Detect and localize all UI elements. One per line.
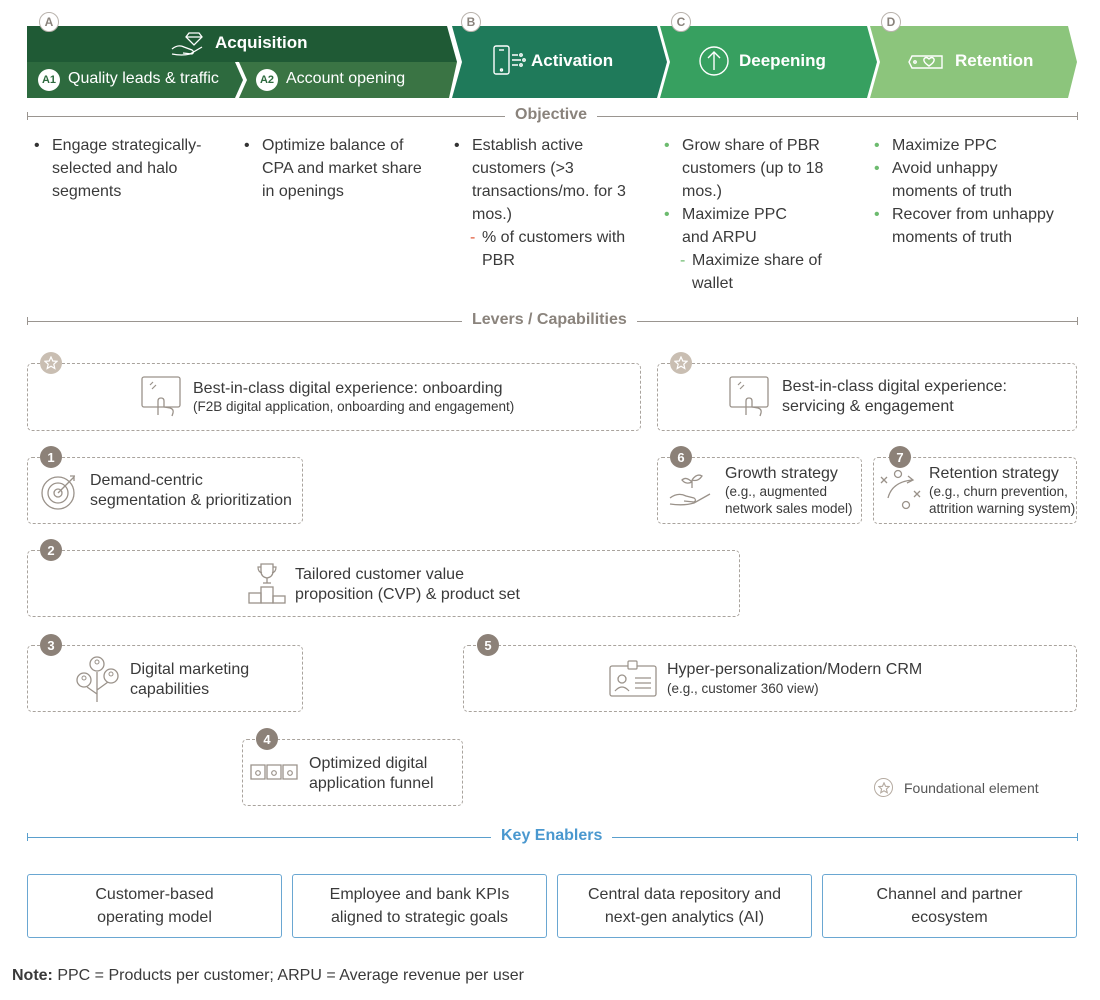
- enabler-channel-ecosystem: Channel and partner ecosystem: [822, 874, 1077, 938]
- lever-5: [463, 645, 1077, 712]
- stage-c-title: Deepening: [739, 51, 826, 70]
- lever-5-title: Hyper-personalization/Modern CRM: [667, 661, 923, 678]
- objective-col-4: Grow share of PBR customers (up to 18 mo…: [658, 134, 858, 295]
- lever-onboarding: [27, 363, 641, 431]
- enabler-kpis: Employee and bank KPIs aligned to strate…: [292, 874, 547, 938]
- stage-b-title: Activation: [531, 51, 614, 70]
- stage-a2-badge: A2: [256, 69, 278, 91]
- stage-a1-shape: [27, 62, 243, 98]
- legend-foundational: Foundational element: [904, 780, 1039, 796]
- objective-dash: % of customers with PBR: [448, 226, 632, 272]
- lever-4-number: 4: [256, 728, 278, 750]
- footnote-text: PPC = Products per customer; ARPU = Aver…: [52, 967, 524, 984]
- lever-2-number: 2: [40, 539, 62, 561]
- stage-c-badge: C: [671, 12, 691, 32]
- objective-bullet: Engage strategically-selected and halo s…: [28, 134, 223, 203]
- target-icon: [41, 475, 75, 510]
- funnel-steps-icon: [250, 764, 298, 780]
- up-arrow-circle-icon: [699, 46, 729, 76]
- stage-d-title: Retention: [955, 51, 1034, 70]
- lever-servicing: [657, 363, 1077, 431]
- objective-title: Objective: [505, 106, 598, 124]
- lever-4-line1: Optimized digital: [309, 755, 428, 772]
- hand-sprout-icon: [669, 474, 711, 506]
- star-icon: [670, 352, 692, 374]
- lever-6-sub2: network sales model): [725, 501, 853, 516]
- phone-signal-icon: [493, 45, 526, 75]
- levers-title: Levers / Capabilities: [462, 311, 637, 329]
- star-icon: [874, 778, 893, 797]
- stage-a-title: Acquisition: [215, 33, 308, 52]
- stage-a2-shape: [239, 62, 457, 98]
- id-card-icon: [609, 660, 657, 697]
- objective-bullet: Grow share of PBR customers (up to 18 mo…: [658, 134, 847, 203]
- lever-6: [657, 457, 862, 524]
- stage-a1-badge: A1: [38, 69, 60, 91]
- stage-a1-title: Quality leads & traffic: [68, 70, 219, 87]
- stage-a2-title: Account opening: [286, 70, 406, 87]
- lever-1-line2: segmentation & prioritization: [90, 492, 292, 509]
- footnote: Note: PPC = Products per customer; ARPU …: [12, 967, 524, 985]
- stage-a-top-shape: [27, 26, 457, 62]
- lever-1: [27, 457, 303, 524]
- objective-col-2: Optimize balance of CPA and market share…: [238, 134, 433, 203]
- stage-a-badge: A: [39, 12, 59, 32]
- lever-2-line1: Tailored customer value: [295, 566, 464, 583]
- lever-5-number: 5: [477, 634, 499, 656]
- objective-bullet: Recover from unhappy moments of truth: [868, 203, 1078, 249]
- hand-diamond-icon: [171, 32, 203, 56]
- enabler-data-repository: Central data repository and next-gen ana…: [557, 874, 812, 938]
- servicing-title-1: Best-in-class digital experience:: [782, 378, 1007, 395]
- stage-banner: [27, 26, 1077, 99]
- touchscreen-icon: [729, 376, 769, 417]
- lever-6-sub1: (e.g., augmented: [725, 484, 828, 499]
- objective-bullet: Maximize PPC: [868, 134, 1078, 157]
- lever-7-sub1: (e.g., churn prevention,: [929, 484, 1068, 499]
- lever-3-line1: Digital marketing: [130, 661, 250, 678]
- lever-6-number: 6: [670, 446, 692, 468]
- lever-4: [242, 739, 463, 806]
- footnote-label: Note:: [12, 967, 53, 984]
- stage-b-badge: B: [461, 12, 481, 32]
- onboarding-title: Best-in-class digital experience: onboar…: [193, 380, 503, 397]
- lever-7-title: Retention strategy: [929, 465, 1059, 482]
- enabler-operating-model: Customer-based operating model: [27, 874, 282, 938]
- stage-b-shape: [452, 26, 667, 98]
- lever-6-title: Growth strategy: [725, 465, 838, 482]
- onboarding-sub: (F2B digital application, onboarding and…: [193, 399, 515, 414]
- star-icon: [40, 352, 62, 374]
- objective-col-5: Maximize PPC Avoid unhappy moments of tr…: [868, 134, 1078, 249]
- objective-bullet: Avoid unhappy moments of truth: [868, 157, 1057, 203]
- lever-1-line1: Demand-centric: [90, 472, 203, 489]
- servicing-title-2: servicing & engagement: [782, 398, 954, 415]
- lever-3-line2: capabilities: [130, 681, 210, 698]
- enablers-title: Key Enablers: [491, 827, 613, 845]
- objective-bullet: Establish active customers (>3 transacti…: [448, 134, 648, 226]
- lever-3: [27, 645, 303, 712]
- lever-7-sub2: attrition warning system): [929, 501, 1076, 516]
- lever-5-sub: (e.g., customer 360 view): [667, 681, 819, 696]
- touchscreen-icon: [141, 376, 181, 417]
- objective-bullet: Optimize balance of CPA and market share…: [238, 134, 433, 203]
- objective-dash: Maximize share of wallet: [658, 249, 852, 295]
- lever-2-line2: proposition (CVP) & product set: [295, 586, 520, 603]
- trophy-podium-icon: [248, 563, 286, 604]
- objective-bullet: Maximize PPC and ARPU: [658, 203, 802, 249]
- strategy-play-icon: [880, 469, 921, 510]
- stage-d-badge: D: [881, 12, 901, 32]
- lever-7-number: 7: [889, 446, 911, 468]
- lever-1-number: 1: [40, 446, 62, 468]
- lever-3-number: 3: [40, 634, 62, 656]
- stage-d-shape: [870, 26, 1077, 98]
- objective-col-1: Engage strategically-selected and halo s…: [28, 134, 223, 203]
- stage-c-shape: [660, 26, 877, 98]
- objective-col-3: Establish active customers (>3 transacti…: [448, 134, 648, 272]
- heart-tag-icon: [908, 55, 943, 69]
- lever-7: [873, 457, 1077, 524]
- lever-4-line2: application funnel: [309, 775, 434, 792]
- network-people-icon: [76, 656, 119, 702]
- lever-2: [27, 550, 740, 617]
